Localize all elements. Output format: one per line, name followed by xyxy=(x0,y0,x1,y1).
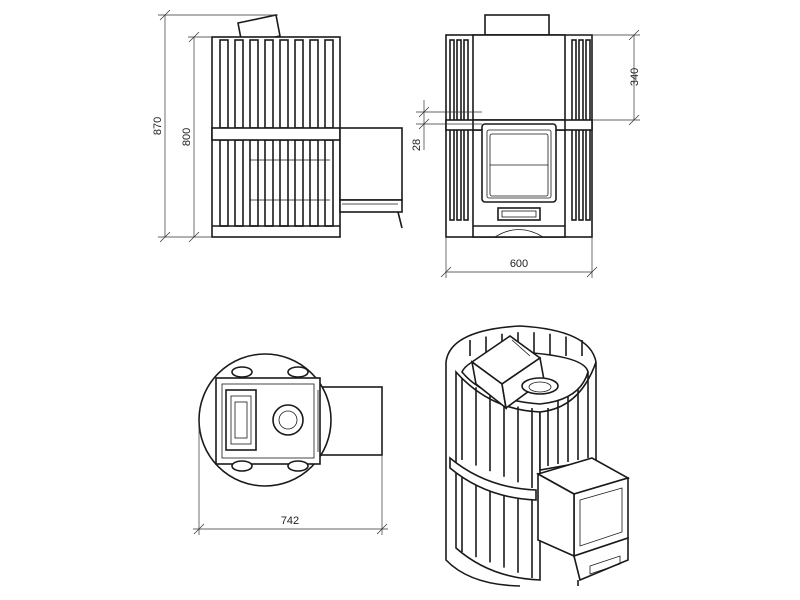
side-bar-upper xyxy=(294,39,304,129)
side-bar-lower xyxy=(234,139,244,227)
side-bar-lower xyxy=(279,139,289,227)
side-bar-upper xyxy=(324,39,334,129)
dim-body-height: 800 xyxy=(181,128,193,146)
side-bar-upper xyxy=(279,39,289,129)
isometric-view xyxy=(445,325,631,587)
side-bar-lower xyxy=(249,139,259,227)
side-bars xyxy=(219,39,334,227)
side-view xyxy=(211,14,403,238)
side-bar-upper xyxy=(249,39,259,129)
top-view xyxy=(198,353,383,487)
iso-front-panel xyxy=(455,369,541,581)
side-bar-lower xyxy=(294,139,304,227)
side-bar-lower xyxy=(324,139,334,227)
top-dimensions: 742 xyxy=(193,420,388,535)
front-chimney xyxy=(484,14,550,36)
dim-width: 600 xyxy=(510,258,528,270)
iso-front-bars xyxy=(461,378,533,578)
front-door xyxy=(481,123,557,203)
side-bar-upper xyxy=(264,39,274,129)
front-dimensions: 340 28 600 xyxy=(411,29,641,278)
iso-ash-door xyxy=(589,555,621,575)
iso-band xyxy=(449,456,537,501)
front-view xyxy=(445,14,593,238)
dim-total-height: 870 xyxy=(152,117,164,135)
side-bar-upper xyxy=(219,39,229,129)
side-bar-lower xyxy=(309,139,319,227)
dim-top-offset: 340 xyxy=(629,68,641,86)
side-bar-upper xyxy=(309,39,319,129)
front-ash-door xyxy=(497,207,541,221)
side-band xyxy=(211,127,341,141)
side-bar-lower xyxy=(219,139,229,227)
dim-door-gap: 28 xyxy=(411,139,423,151)
top-water-hole xyxy=(272,404,304,436)
side-dimensions: 870 800 xyxy=(152,9,278,243)
side-firebox xyxy=(339,127,403,201)
side-firebox-ash xyxy=(339,199,403,213)
iso-right-bars xyxy=(547,372,589,466)
side-bar-upper xyxy=(234,39,244,129)
top-chimney xyxy=(225,389,257,451)
side-bar-lower xyxy=(264,139,274,227)
dim-depth: 742 xyxy=(281,515,299,527)
